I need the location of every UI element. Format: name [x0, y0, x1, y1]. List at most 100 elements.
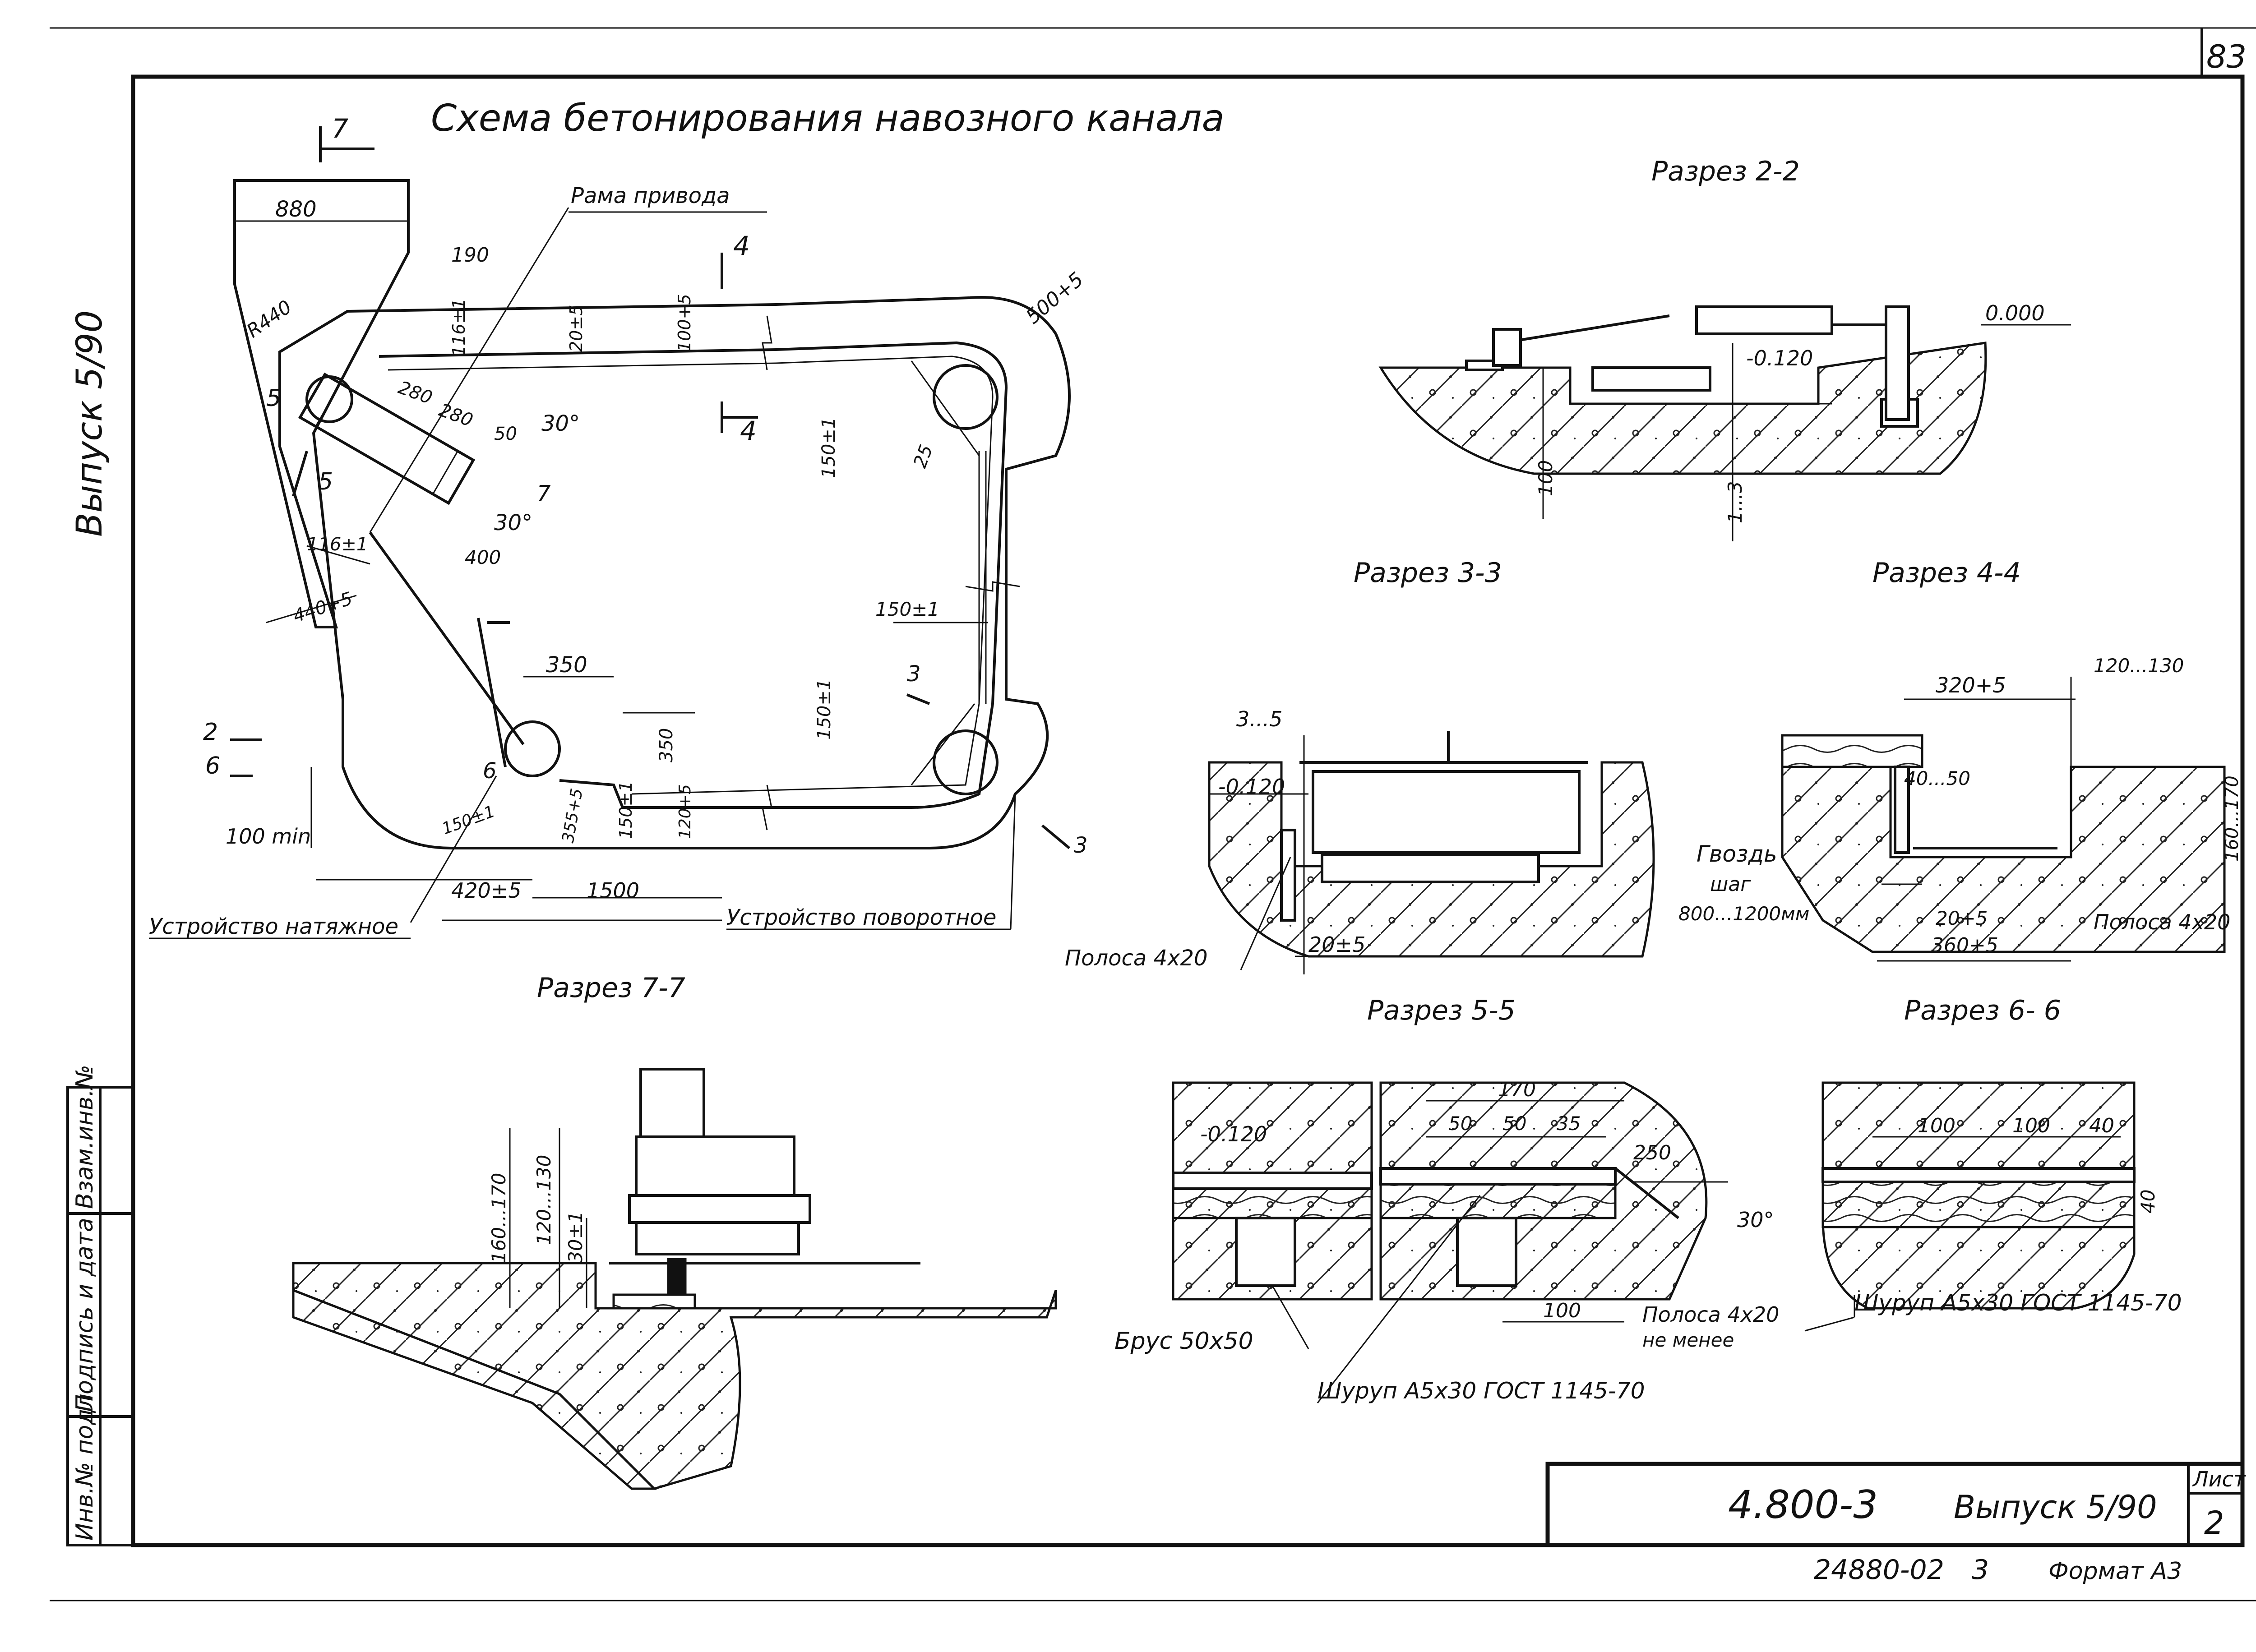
s55-angle-30: 30°	[1737, 1208, 1774, 1232]
section-4-4-title: Разрез 4-4	[1872, 557, 2021, 589]
s55-level: -0.120	[1200, 1122, 1267, 1146]
section-mark-5-left: 5	[266, 385, 281, 412]
side-stamp	[66, 1086, 134, 1546]
s66-dim-100b: 100	[2012, 1114, 2050, 1137]
s55-screw-note: Шуруп А5х30 ГОСТ 1145-70	[1318, 1378, 1645, 1404]
section-5-5	[1172, 1081, 1728, 1403]
section-7-7-title: Разрез 7-7	[537, 972, 685, 1004]
s44-dim-40-50: 40...50	[1904, 767, 1970, 789]
sheet-frame	[50, 27, 2256, 1601]
doc-code: 4.800-3	[1728, 1482, 1878, 1527]
s44-nail-range: 800...1200мм	[1678, 903, 1809, 925]
section-mark-3-bottom: 3	[1074, 833, 1088, 858]
dim-angle-30a: 30°	[541, 411, 580, 436]
sheet-number: 2	[2204, 1504, 2224, 1541]
s33-level: -0.120	[1218, 775, 1285, 799]
section-7-7	[292, 1068, 1057, 1490]
section-2-2-title: Разрез 2-2	[1651, 156, 1800, 187]
section-mark-2: 2	[203, 719, 218, 746]
dim-100: 100+5	[675, 294, 694, 352]
s66-screw-note: Шуруп А5х30 ГОСТ 1145-70	[1854, 1290, 2182, 1316]
dim-150-mid: 150±1	[875, 598, 939, 620]
section-mark-7-top: 7	[332, 113, 348, 144]
dim-280b: 280	[436, 400, 476, 431]
s22-dim-1-3: 1...3	[1724, 481, 1746, 524]
stamp-inv-original: Инв.№ подл.	[71, 1386, 98, 1541]
dim-150-right: 150±1	[818, 417, 839, 478]
s33-strip-note: Полоса 4х20	[1065, 946, 1208, 971]
section-6-6-title: Разрез 6- 6	[1904, 995, 2061, 1026]
s77-dim-30: 30±1	[564, 1211, 587, 1263]
s66-dim-100a: 100	[1918, 1114, 1956, 1137]
section-5-5-title: Разрез 5-5	[1367, 995, 1516, 1026]
page-number: 83	[2206, 38, 2247, 75]
section-mark-6: 6	[205, 752, 220, 780]
s55-dim-35: 35	[1557, 1112, 1581, 1135]
dim-116-left: 116±1	[307, 534, 368, 555]
section-4-4	[1781, 677, 2226, 962]
section-2-2	[1378, 305, 2071, 541]
title-block	[1545, 1462, 2245, 1547]
s77-dim-160-170: 160...170	[488, 1173, 510, 1263]
s44-dim-160-170: 160...170	[2222, 775, 2242, 862]
s55-dim-50a: 50	[1448, 1112, 1472, 1135]
dim-420: 420±5	[451, 878, 522, 903]
dim-116-top: 116±1	[449, 298, 469, 356]
s55-dim-100: 100	[1543, 1299, 1581, 1322]
s55-dim-170: 170	[1498, 1078, 1536, 1101]
s22-level-minus: -0.120	[1746, 346, 1813, 370]
dim-150-low: 150±1	[814, 679, 835, 740]
s44-dim-360: 360+5	[1931, 934, 1998, 957]
dim-500: 500+5	[1022, 268, 1088, 329]
section-6-6	[1804, 1081, 2136, 1332]
dim-440: 440+5	[291, 588, 355, 627]
dim-280a: 280	[396, 377, 435, 408]
s55-strip-min: не менее	[1642, 1329, 1734, 1351]
bottom-code: 24880-02	[1814, 1554, 1944, 1586]
s66-dim-40-side: 40	[2137, 1190, 2159, 1214]
s44-nail-label: Гвоздь	[1697, 841, 1777, 867]
s55-bar-note: Брус 50х50	[1114, 1328, 1253, 1355]
dim-355: 355+5	[559, 787, 587, 844]
s77-dim-120-130: 120...130	[533, 1155, 555, 1245]
dim-r440: R440	[243, 295, 296, 342]
s66-dim-40-top: 40	[2089, 1114, 2114, 1137]
s33-dim-3-5: 3...5	[1236, 707, 1282, 731]
dim-150-v2: 150±1	[616, 781, 636, 839]
s22-level-zero: 0.000	[1985, 301, 2045, 325]
doc-issue: Выпуск 5/90	[1954, 1489, 2157, 1526]
section-3-3-title: Разрез 3-3	[1354, 557, 1502, 589]
section-mark-6-right: 6	[483, 758, 497, 784]
dim-angle-30b: 30°	[494, 510, 532, 535]
label-turning-device: Устройство поворотное	[726, 905, 996, 930]
stamp-inv-no: Взам.инв.№	[71, 1065, 98, 1209]
s44-dim-20: 20+5	[1936, 907, 1988, 929]
s33-dim-20: 20±5	[1308, 932, 1365, 957]
dim-120: 120+5	[676, 784, 694, 839]
s55-dim-50b: 50	[1502, 1112, 1526, 1135]
section-mark-4-top: 4	[733, 231, 750, 261]
s55-dim-250: 250	[1633, 1141, 1671, 1164]
side-issue-label: Выпуск 5/90	[69, 310, 110, 537]
dim-50: 50	[494, 424, 517, 444]
dim-190: 190	[451, 244, 489, 267]
s22-dim-100: 100	[1535, 460, 1557, 496]
dim-400: 400	[465, 546, 501, 568]
section-mark-3-top: 3	[907, 661, 921, 687]
dim-100-min: 100 min	[226, 824, 311, 849]
drawing-title: Схема бетонирования навозного канала	[431, 97, 1225, 140]
s44-strip-note: Полоса 4х20	[2094, 910, 2230, 934]
dim-150-corner: 150±1	[439, 802, 497, 838]
stamp-signature-date: Подпись и дата	[71, 1218, 98, 1412]
label-tensioner: Устройство натяжное	[149, 914, 398, 939]
dim-20: 20±5	[566, 305, 586, 352]
s44-nail-step: шаг	[1710, 873, 1751, 896]
dim-350-h: 350	[546, 652, 587, 678]
section-mark-7-frame: 7	[537, 481, 551, 506]
section-mark-5-right: 5	[318, 468, 333, 495]
dim-25: 25	[910, 442, 937, 471]
bottom-copy: 3	[1972, 1554, 1989, 1586]
s55-strip-note: Полоса 4х20	[1642, 1302, 1779, 1327]
